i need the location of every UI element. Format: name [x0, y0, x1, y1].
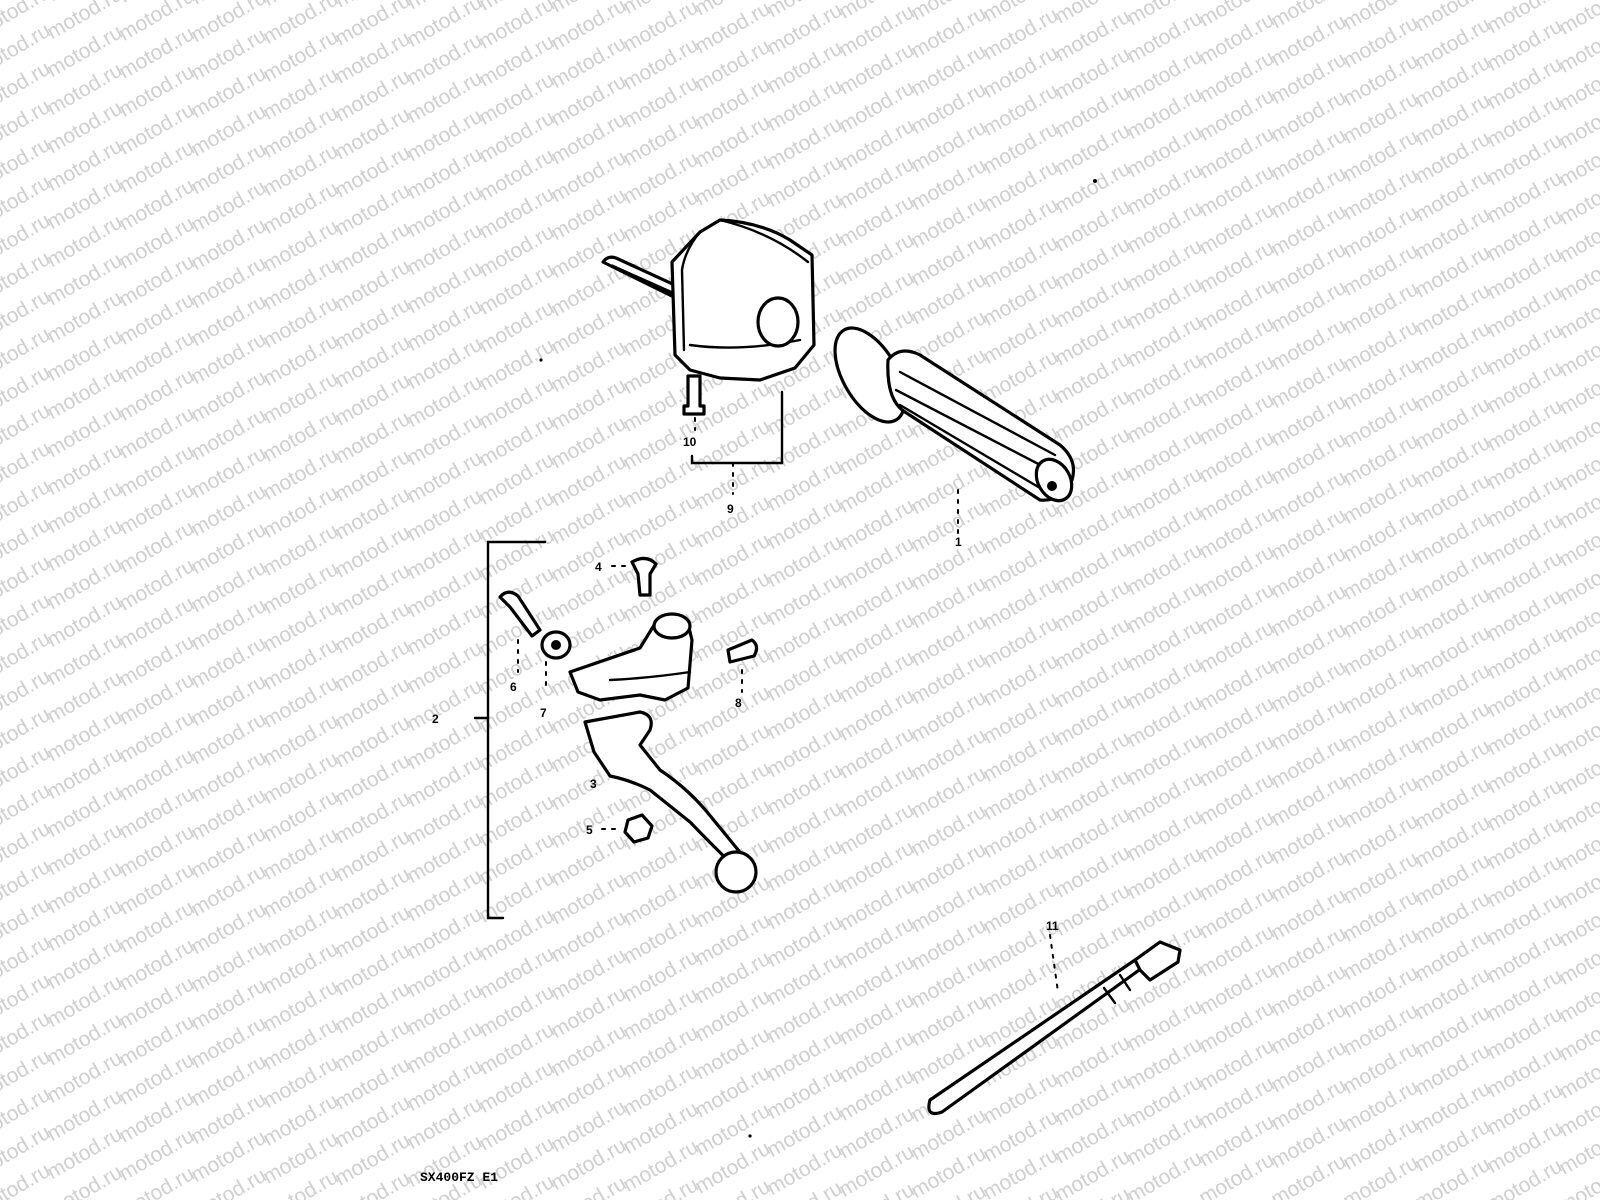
- screw-8: [726, 638, 759, 664]
- callout-6: 6: [510, 680, 517, 694]
- nut-5: [623, 813, 654, 844]
- callout-8: 8: [735, 696, 742, 710]
- screw-4: [630, 556, 658, 597]
- scan-speck: [1093, 179, 1097, 183]
- leader-line-11: [1049, 934, 1059, 993]
- callout-4: 4: [595, 560, 602, 574]
- washer-7: [540, 630, 572, 660]
- bracket-9: [690, 390, 784, 465]
- handlebar-grip: [833, 326, 1076, 503]
- lever: [583, 710, 758, 894]
- scan-speck: [748, 1134, 752, 1138]
- callout-7: 7: [540, 706, 547, 720]
- bracket-2: [486, 540, 547, 920]
- lever-holder: [568, 612, 694, 702]
- bolt-6: [498, 590, 542, 638]
- callout-3: 3: [590, 777, 597, 791]
- callout-2: 2: [432, 712, 439, 726]
- callout-10: 10: [683, 435, 697, 449]
- callout-9: 9: [727, 502, 734, 516]
- callout-11: 11: [1046, 919, 1059, 933]
- callout-1: 1: [955, 535, 962, 549]
- cable-tie: [927, 940, 1182, 1116]
- callout-5: 5: [586, 823, 593, 837]
- switch-screw: [682, 374, 706, 416]
- diagram-code: SX400FZ E1: [420, 1170, 498, 1185]
- scan-speck: [539, 358, 543, 362]
- handlebar-switch: [601, 218, 816, 382]
